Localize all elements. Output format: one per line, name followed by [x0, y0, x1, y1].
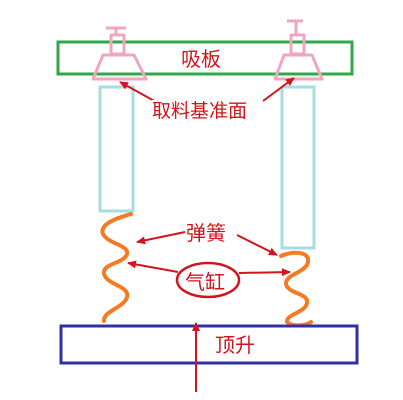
label-lift: 顶升 [215, 333, 255, 357]
arrow-datum-left [119, 81, 159, 104]
arrow-cylinder-left [127, 260, 179, 273]
suction-plate [56, 40, 354, 76]
suction-cup-right [273, 19, 324, 81]
arrow-spring-right [236, 234, 278, 256]
spring-left [100, 212, 133, 323]
lift-plate [59, 324, 359, 365]
arrow-spring-left [136, 231, 186, 245]
cylinder-ellipse [175, 261, 241, 299]
column-right [280, 85, 316, 250]
label-cylinder: 气缸 [185, 270, 225, 294]
arrow-cylinder-right [238, 268, 291, 277]
label-spring: 弹簧 [186, 221, 226, 245]
arrow-datum-right [262, 77, 295, 102]
suction-cup-left [91, 26, 148, 81]
label-suction-plate: 吸板 [181, 47, 221, 71]
annotation-arrows [119, 77, 295, 392]
column-left [98, 85, 135, 213]
label-pick-datum: 取料基准面 [152, 100, 247, 122]
spring-right [279, 250, 313, 328]
